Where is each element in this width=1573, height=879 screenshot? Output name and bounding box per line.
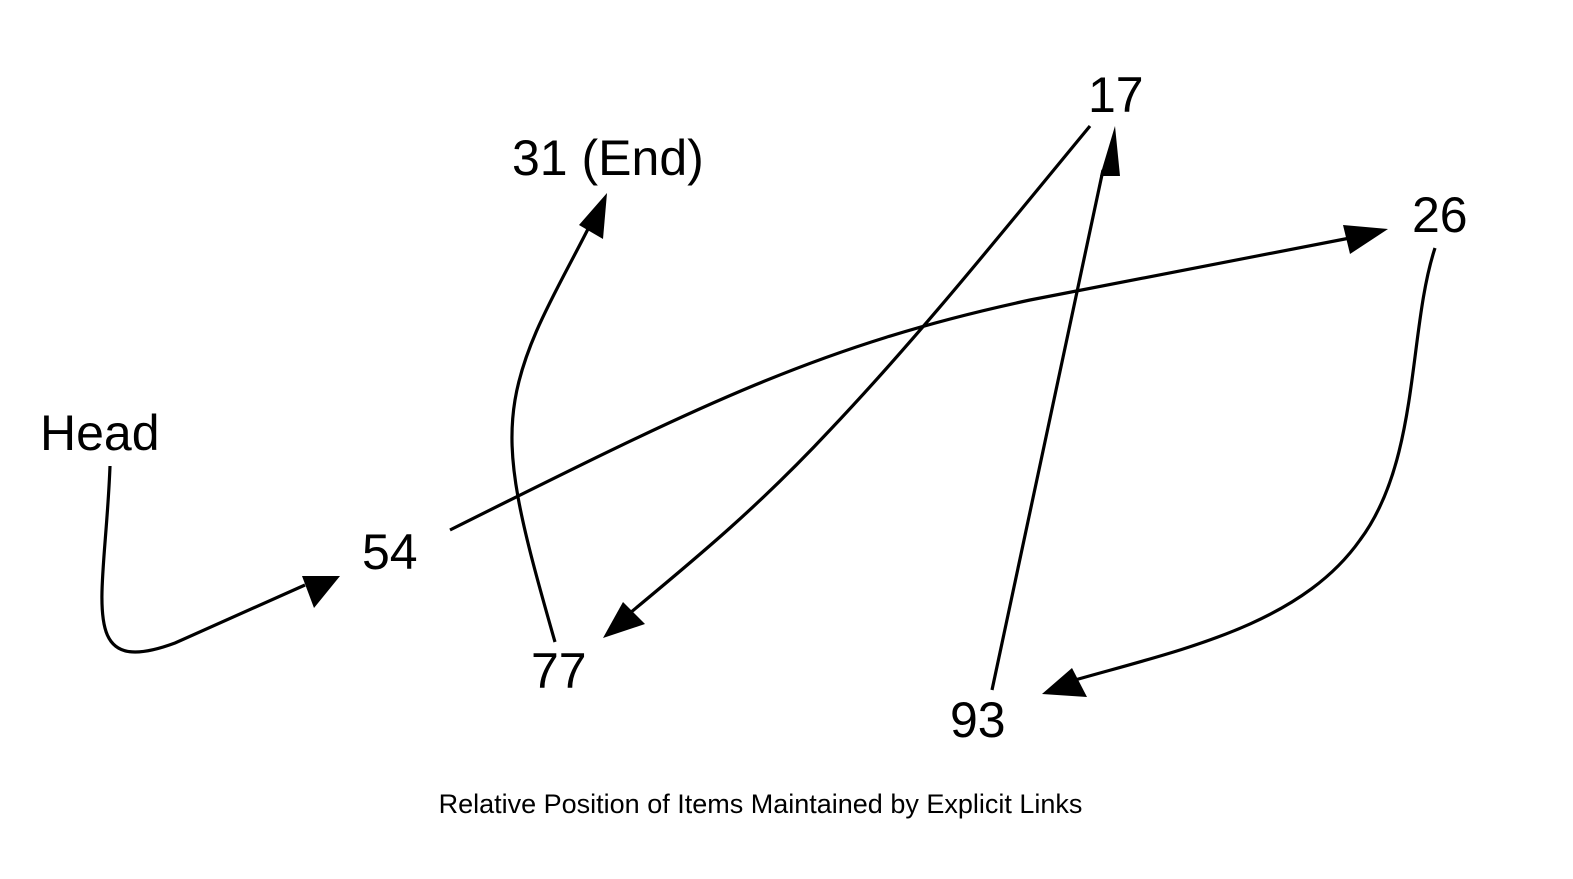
link-77-to-31 bbox=[510, 193, 607, 643]
node-93-label: 93 bbox=[950, 692, 1006, 748]
link-93-to-17 bbox=[990, 126, 1120, 691]
node-17-label: 17 bbox=[1088, 67, 1144, 123]
node-54-label: 54 bbox=[362, 524, 418, 580]
node-31-end-label: 31 (End) bbox=[512, 130, 704, 186]
diagram-caption: Relative Position of Items Maintained by… bbox=[438, 789, 1083, 819]
link-17-to-77 bbox=[603, 124, 1092, 638]
link-26-to-93 bbox=[1042, 247, 1437, 697]
node-77-label: 77 bbox=[531, 643, 587, 699]
node-head-label: Head bbox=[40, 405, 160, 461]
node-26-label: 26 bbox=[1412, 187, 1468, 243]
link-54-to-26 bbox=[449, 225, 1388, 532]
link-head-to-54 bbox=[100, 465, 340, 654]
